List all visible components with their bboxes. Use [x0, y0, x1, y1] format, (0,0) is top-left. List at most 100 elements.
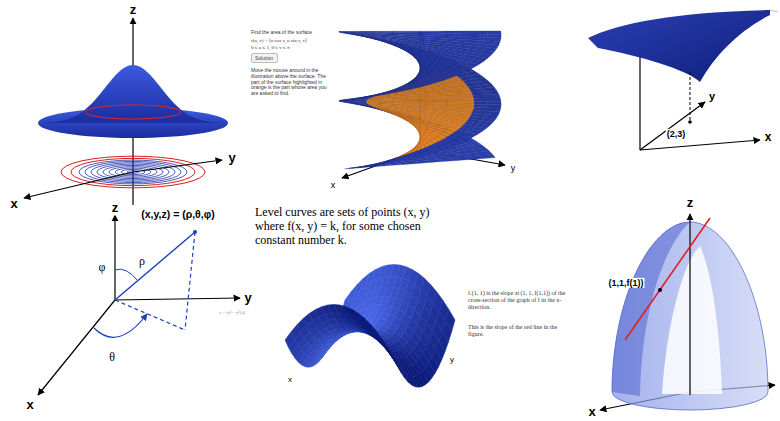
surface-patch [484, 91, 499, 95]
phi-arc [115, 269, 138, 281]
surface-patch [354, 102, 368, 104]
surface-patch [366, 33, 380, 35]
instruction-text: Move the mouse around in the illustratio… [251, 68, 329, 97]
axis-label: y [449, 355, 455, 364]
projection-line [115, 300, 185, 330]
explanation-text: fₓ(1, 1) is the slope at (1, 1, f(1,1)) … [468, 290, 568, 311]
point-label: (2,3) [666, 129, 687, 139]
axis-line [640, 102, 705, 150]
radius-label: ρ [138, 255, 146, 269]
surface-patch [433, 96, 447, 99]
surface-patch [367, 34, 381, 36]
surface-edge [770, 10, 778, 12]
point-marker [658, 288, 662, 292]
surface-patch [353, 32, 367, 33]
problem-text: Find the area of the surface [251, 30, 331, 36]
surface-patch [379, 31, 393, 32]
axis-label: y [708, 90, 716, 103]
surface-sheet [588, 10, 770, 82]
radius-line [115, 232, 195, 300]
axis-label: y [243, 291, 252, 306]
surface-patch [459, 95, 473, 98]
surface-hump [38, 65, 228, 123]
axis-label: x [330, 180, 337, 190]
surface-patch [432, 159, 445, 162]
surface-patch [340, 32, 355, 33]
surface-patch [447, 98, 461, 101]
angle-label: θ [108, 351, 116, 365]
saddle-panel [285, 264, 455, 387]
axis-label: z [111, 201, 120, 216]
surface-patch [339, 32, 353, 33]
button-text: Solution [255, 55, 273, 61]
surface-patch [473, 95, 487, 98]
surface-patch [352, 31, 366, 33]
surface-patch [486, 94, 500, 98]
surface-patch [447, 31, 461, 34]
surface-patch [446, 96, 460, 99]
surface-patch [427, 149, 435, 154]
tangent-surface-panel [588, 10, 778, 150]
gaussian-panel [24, 18, 228, 205]
surface-patch [400, 156, 409, 161]
surface-patch [368, 35, 382, 37]
surface-patch [353, 33, 367, 35]
surface-patch [473, 98, 487, 101]
spherical-coordinates-panel [38, 215, 240, 395]
axis-line [24, 172, 133, 198]
surface-patch [366, 102, 380, 104]
surface-patch [339, 100, 353, 102]
paraboloid-panel [600, 214, 775, 410]
axis-label: x [9, 197, 18, 212]
axis-line [342, 150, 420, 178]
surface-patch [352, 101, 366, 102]
surface-patch [393, 101, 407, 103]
axis-line [38, 300, 115, 395]
surface-patch [406, 101, 420, 103]
axis-label: z [129, 3, 138, 18]
solution-button: Solution [251, 53, 278, 63]
cross-section [662, 246, 722, 394]
surface-patch [456, 157, 470, 161]
surface-patch [420, 99, 433, 101]
axis-label: x [587, 405, 596, 420]
axis-label: x [25, 398, 34, 413]
surface-patch [480, 154, 495, 158]
surface-patch [433, 99, 447, 101]
surface-patch [474, 31, 488, 34]
surface-patch [421, 151, 428, 156]
point-label: (1,1,f(1)) [607, 278, 644, 288]
surface-patch [366, 102, 380, 103]
surface-patch [339, 101, 353, 102]
axis-label: x [287, 375, 293, 384]
surface-patch [444, 158, 457, 162]
surface-patch [379, 101, 393, 102]
surface-patch [371, 324, 380, 338]
surface-patch [420, 160, 433, 163]
drop-line [690, 72, 691, 122]
surface-patch [339, 31, 353, 33]
surface-patch [352, 100, 366, 102]
surface-patch [352, 32, 366, 33]
surface-patch [433, 31, 447, 33]
formula: 0 ≤ u ≤ 1, 0 ≤ v ≤ π [251, 45, 331, 51]
axis-label: z [686, 196, 695, 211]
surface-patch [487, 98, 501, 102]
surface-patch [423, 81, 430, 86]
surface-patch [487, 31, 501, 35]
axis-line [133, 160, 222, 172]
surface-patch [403, 86, 412, 91]
surface-patch [393, 31, 407, 33]
surface-patch [364, 318, 373, 331]
axis-line [689, 214, 690, 395]
point-label: (x,y,z) = (ρ,θ,φ) [140, 208, 215, 220]
theta-arc [94, 314, 147, 337]
angle-label: φ [98, 261, 107, 275]
formula-note: z = (x² − y²)/4 [218, 310, 245, 315]
saddle-surface [285, 264, 455, 387]
axis-line [114, 215, 115, 300]
surface-patch [416, 83, 423, 88]
surface-patch [474, 101, 488, 104]
